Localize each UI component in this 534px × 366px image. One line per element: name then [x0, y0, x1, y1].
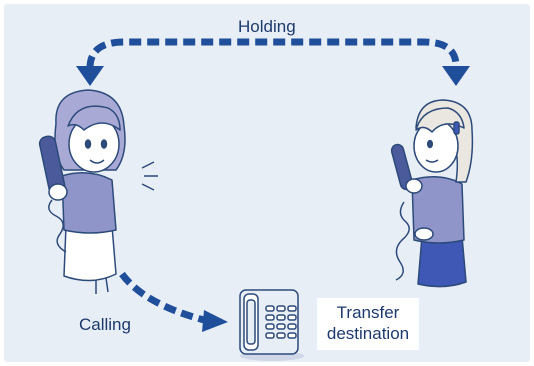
woman-on-phone-icon: [390, 100, 472, 287]
diagram-artwork: [4, 4, 530, 362]
arrowhead-calling-icon: [202, 310, 228, 332]
transfer-destination-label: Transfer destination: [317, 298, 419, 350]
transfer-label-line1: Transfer: [317, 302, 419, 323]
calling-label: Calling: [79, 315, 131, 335]
woman-on-phone-icon: [38, 90, 158, 294]
desk-phone-icon: [240, 290, 304, 361]
arrowhead-left-icon: [76, 66, 104, 86]
holding-arrow: [76, 42, 470, 86]
arrowhead-right-icon: [442, 66, 470, 86]
transfer-label-line2: destination: [317, 323, 419, 344]
holding-label: Holding: [238, 17, 296, 37]
calling-arrow: [122, 274, 228, 332]
transfer-diagram: Holding Calling Transfer destination: [4, 4, 530, 362]
